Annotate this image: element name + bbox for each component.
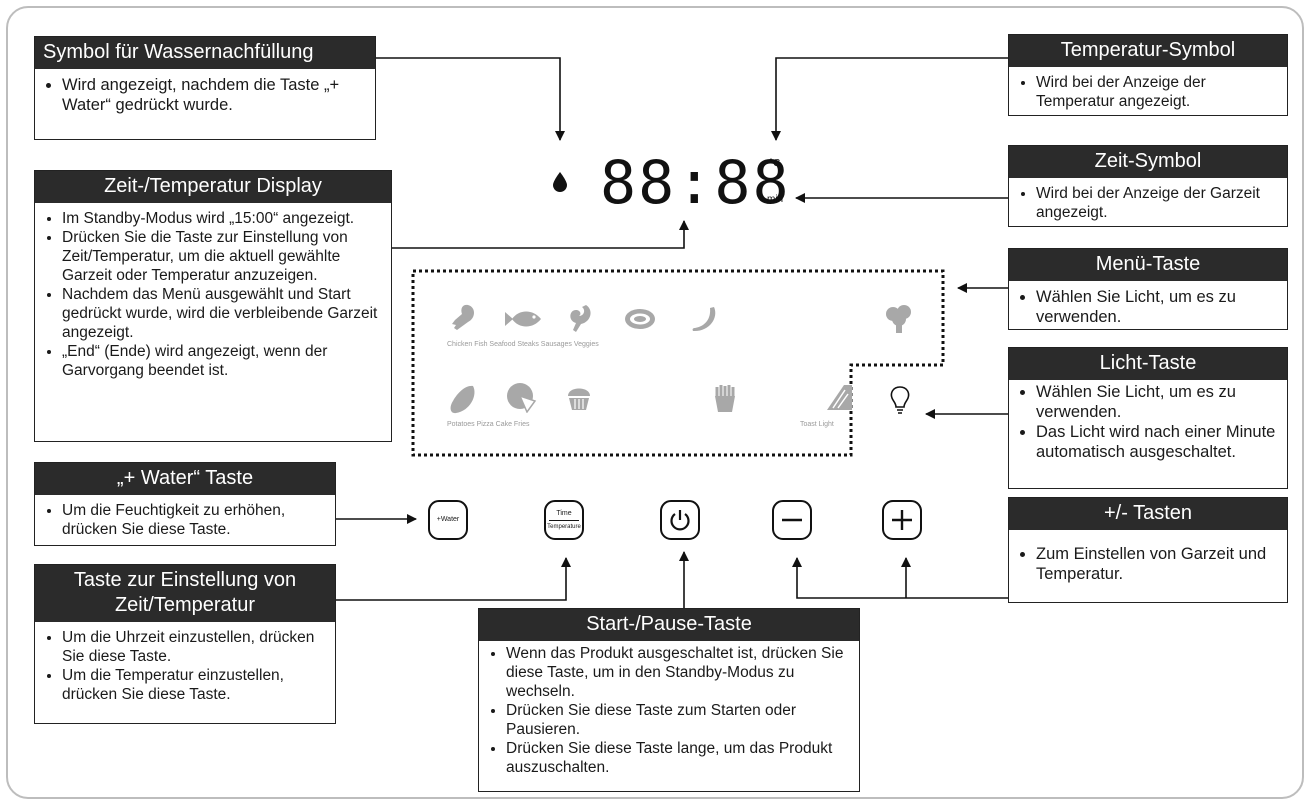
callout-menu-button: Menü-Taste Wählen Sie Licht, um es zu ve… bbox=[1008, 248, 1288, 330]
callout-line: Drücken Sie diese Taste lange, um das Pr… bbox=[506, 739, 851, 777]
callout-light-button: Licht-Taste Wählen Sie Licht, um es zu v… bbox=[1008, 347, 1288, 489]
plus-button[interactable] bbox=[882, 500, 922, 540]
lightbulb-icon[interactable] bbox=[888, 385, 912, 415]
callout-time-symbol: Zeit-Symbol Wird bei der Anzeige der Gar… bbox=[1008, 145, 1288, 227]
fish-icon[interactable] bbox=[503, 308, 543, 330]
callout-temperature-symbol: Temperatur-Symbol Wird bei der Anzeige d… bbox=[1008, 34, 1288, 116]
callout-title: Temperatur-Symbol bbox=[1009, 35, 1287, 67]
arrow-temp-symbol bbox=[771, 57, 1008, 141]
celsius-unit: °C bbox=[769, 158, 781, 169]
time-temperature-display: 88:88 bbox=[600, 148, 791, 218]
callout-plus-minus: +/- Tasten Zum Einstellen von Garzeit un… bbox=[1008, 497, 1288, 603]
broccoli-icon[interactable] bbox=[884, 303, 914, 335]
power-icon bbox=[670, 510, 690, 531]
callout-title: Licht-Taste bbox=[1009, 348, 1287, 380]
potato-icon[interactable] bbox=[448, 383, 478, 415]
muffin-icon[interactable] bbox=[565, 384, 593, 412]
callout-line: Nachdem das Menü ausgewählt und Start ge… bbox=[62, 285, 383, 342]
button-divider bbox=[549, 519, 579, 521]
callout-line: Im Standby-Modus wird „15:00“ angezeigt. bbox=[62, 209, 383, 228]
callout-line: Wählen Sie Licht, um es zu verwenden. bbox=[1036, 287, 1279, 327]
pizza-icon[interactable] bbox=[505, 381, 537, 413]
plus-icon bbox=[892, 510, 912, 530]
callout-title: „+ Water“ Taste bbox=[35, 463, 335, 495]
callout-title: Start-/Pause-Taste bbox=[479, 609, 859, 641]
minutes-unit: min bbox=[767, 194, 784, 205]
callout-title: Zeit-Symbol bbox=[1009, 146, 1287, 178]
time-temperature-button[interactable]: Time Temperature bbox=[544, 500, 584, 540]
sausage-icon[interactable] bbox=[689, 304, 719, 334]
callout-title: Symbol für Wassernachfüllung bbox=[35, 37, 375, 69]
callout-line: Wenn das Produkt ausgeschaltet ist, drüc… bbox=[506, 644, 851, 701]
callout-title: Menü-Taste bbox=[1009, 249, 1287, 281]
minus-icon bbox=[782, 518, 802, 522]
arrow-water-symbol bbox=[376, 57, 565, 141]
callout-line: Wird bei der Anzeige der Temperatur ange… bbox=[1036, 73, 1279, 111]
callout-line: Wird angezeigt, nachdem die Taste „+ Wat… bbox=[62, 75, 367, 115]
arrow-display bbox=[392, 220, 689, 249]
time-label: Time bbox=[556, 509, 572, 517]
arrow-minus-line bbox=[792, 557, 1008, 599]
callout-line: Zum Einstellen von Garzeit und Temperatu… bbox=[1036, 544, 1279, 584]
water-button-label: +Water bbox=[436, 516, 460, 523]
fries-icon[interactable] bbox=[712, 383, 738, 413]
callout-line: Um die Feuchtigkeit zu erhöhen, drücken … bbox=[62, 501, 327, 539]
callout-line: Drücken Sie die Taste zur Einstellung vo… bbox=[62, 228, 383, 285]
callout-start-pause: Start-/Pause-Taste Wenn das Produkt ausg… bbox=[478, 608, 860, 792]
callout-title: Taste zur Einstellung von Zeit/Temperatu… bbox=[35, 565, 335, 622]
water-button[interactable]: +Water bbox=[428, 500, 468, 540]
outer-frame bbox=[6, 6, 1304, 799]
temperature-label: Temperature bbox=[547, 523, 581, 530]
callout-water-symbol: Symbol für Wassernachfüllung Wird angeze… bbox=[34, 36, 376, 140]
callout-line: „End“ (Ende) wird angezeigt, wenn der Ga… bbox=[62, 342, 383, 380]
menu-row1-labels: Chicken Fish Seafood Steaks Sausages Veg… bbox=[447, 341, 599, 348]
callout-line: Um die Uhrzeit einzustellen, drücken Sie… bbox=[62, 628, 327, 666]
callout-line: Drücken Sie diese Taste zum Starten oder… bbox=[506, 701, 851, 739]
callout-line: Wählen Sie Licht, um es zu verwenden. bbox=[1036, 382, 1279, 422]
callout-title: Zeit-/Temperatur Display bbox=[35, 171, 391, 203]
callout-title: +/- Tasten bbox=[1009, 498, 1287, 530]
menu-row2-right-labels: Toast Light bbox=[800, 421, 834, 428]
start-pause-button[interactable] bbox=[660, 500, 700, 540]
shrimp-icon[interactable] bbox=[564, 302, 594, 334]
arrow-time-temp-button bbox=[336, 557, 571, 601]
chicken-icon[interactable] bbox=[448, 302, 478, 334]
minus-button[interactable] bbox=[772, 500, 812, 540]
steak-icon[interactable] bbox=[623, 306, 657, 332]
toast-icon[interactable] bbox=[824, 382, 854, 412]
callout-line: Wird bei der Anzeige der Garzeit angezei… bbox=[1036, 184, 1279, 222]
callout-display: Zeit-/Temperatur Display Im Standby-Modu… bbox=[34, 170, 392, 442]
menu-dotted-outline bbox=[411, 269, 945, 457]
callout-water-button: „+ Water“ Taste Um die Feuchtigkeit zu e… bbox=[34, 462, 336, 546]
callout-line: Das Licht wird nach einer Minute automat… bbox=[1036, 422, 1279, 462]
callout-time-temperature-button: Taste zur Einstellung von Zeit/Temperatu… bbox=[34, 564, 336, 724]
menu-row2-labels: Potatoes Pizza Cake Fries bbox=[447, 421, 530, 428]
water-drop-icon bbox=[553, 172, 567, 192]
callout-line: Um die Temperatur einzustellen, drücken … bbox=[62, 666, 327, 704]
